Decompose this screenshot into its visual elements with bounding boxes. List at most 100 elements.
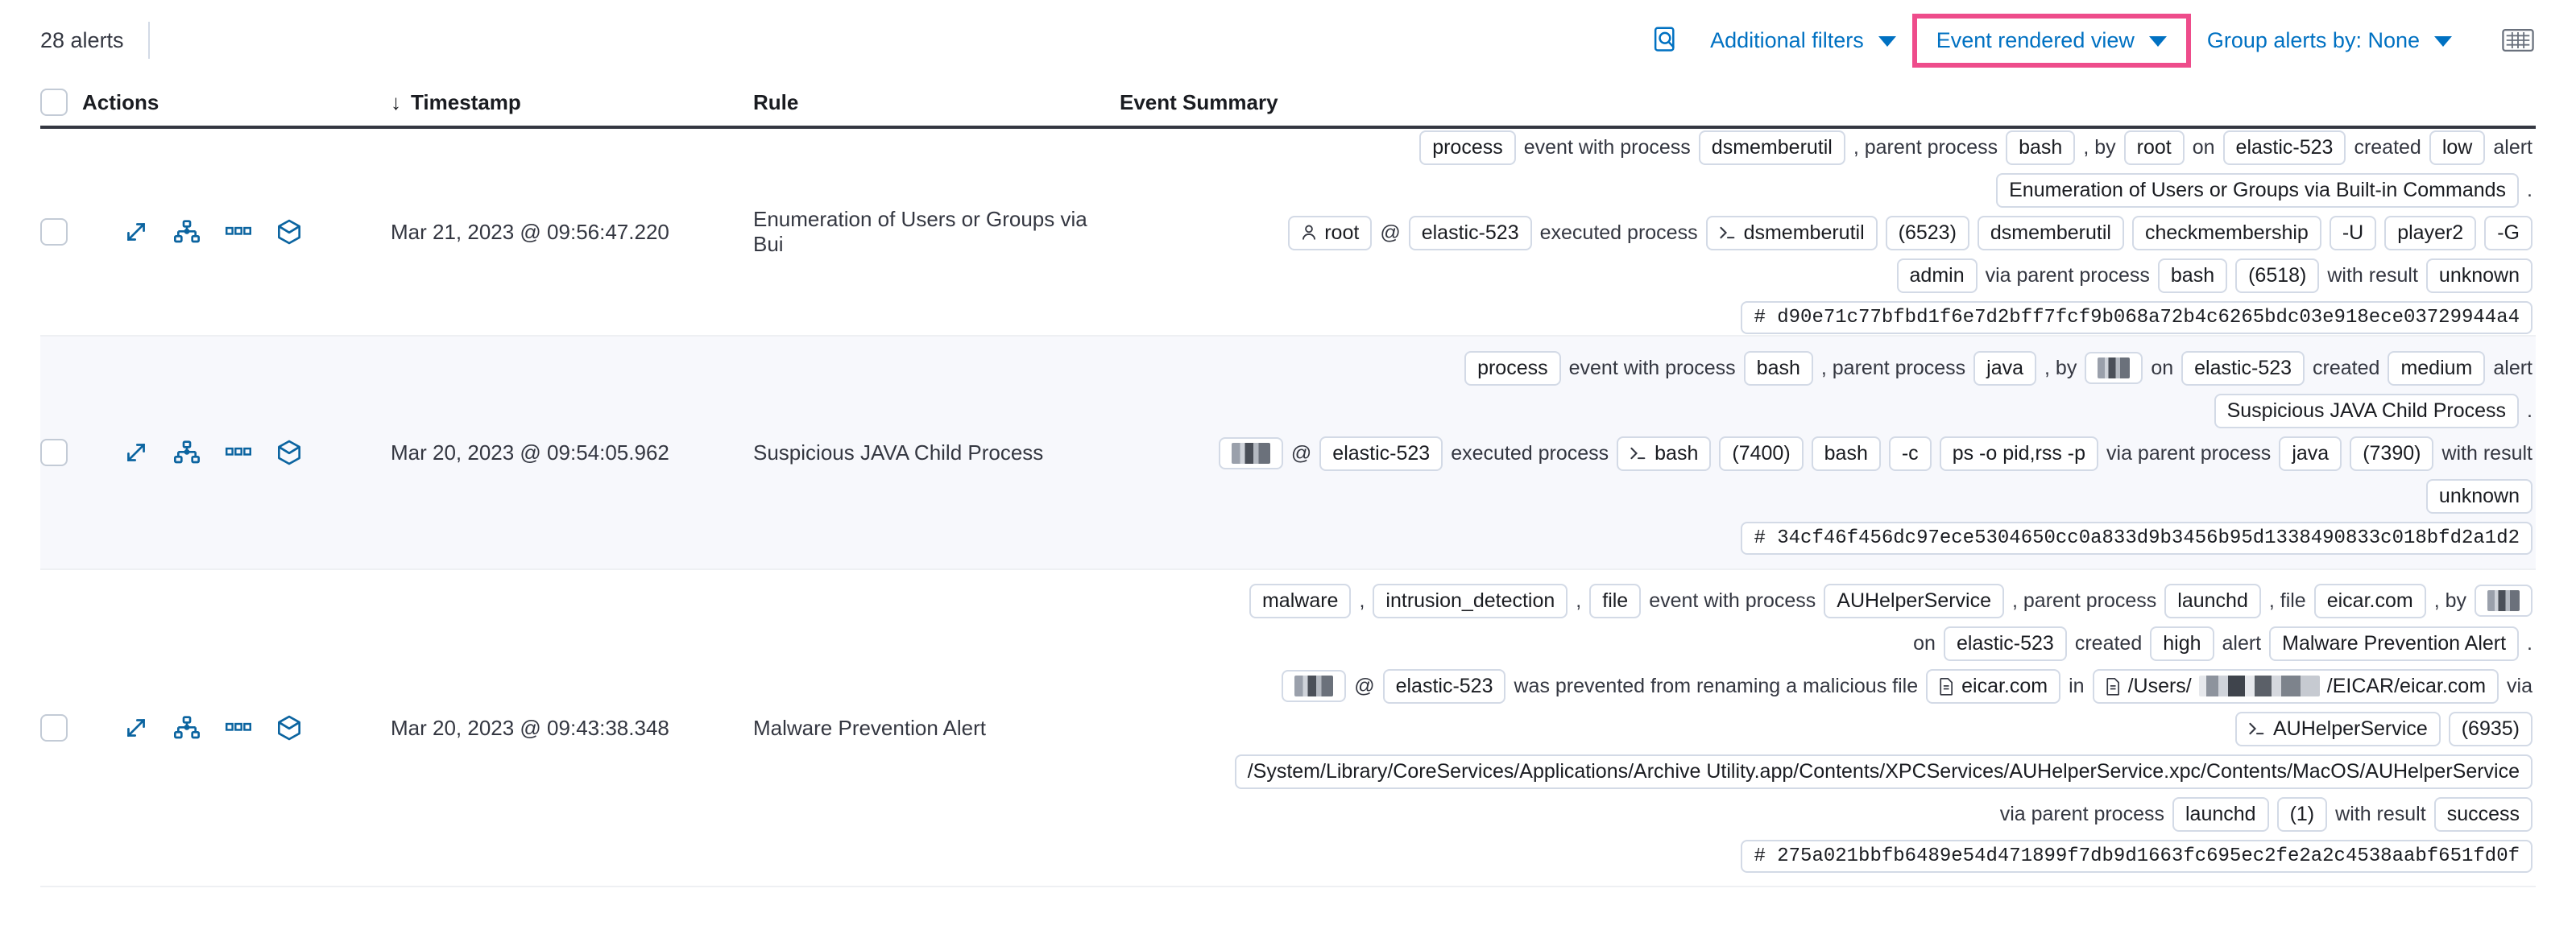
event-summary-text: . <box>2527 399 2533 422</box>
event-summary-text: via parent process <box>1985 263 2150 287</box>
analyzer-icon[interactable] <box>174 220 200 244</box>
group-alerts-by-button[interactable]: Group alerts by: None <box>2196 22 2463 60</box>
event-field-chip[interactable]: # d90e71c77bfbd1f6e7d2bff7fcf9b068a72b4c… <box>1741 300 2533 334</box>
event-field-chip[interactable]: admin <box>1896 258 1978 293</box>
event-field-chip[interactable]: player2 <box>2384 215 2477 250</box>
event-field-chip[interactable]: (1) <box>2276 796 2328 832</box>
event-field-chip[interactable]: Malware Prevention Alert <box>2269 626 2520 661</box>
event-field-chip[interactable]: Suspicious JAVA Child Process <box>2214 393 2520 428</box>
event-field-chip[interactable]: root <box>2123 130 2185 165</box>
event-field-chip[interactable]: elastic-523 <box>1382 668 1506 704</box>
event-field-chip[interactable] <box>1218 437 1283 469</box>
event-field-chip[interactable]: (6523) <box>1885 215 1969 250</box>
event-field-chip[interactable]: malware <box>1249 583 1352 618</box>
event-field-chip[interactable]: eicar.com <box>1926 668 2061 704</box>
event-field-chip[interactable] <box>1282 670 1347 702</box>
event-field-chip[interactable]: dsmemberutil <box>1977 215 2124 250</box>
event-field-chip[interactable]: ps -o pid,rss -p <box>1939 436 2099 471</box>
event-field-chip[interactable]: elastic-523 <box>1943 626 2067 661</box>
row-rule-name[interactable]: Enumeration of Users or Groups via Bui <box>753 207 1087 256</box>
expand-icon[interactable] <box>124 220 148 244</box>
event-summary-text: on <box>1913 631 1936 655</box>
event-field-chip[interactable]: low <box>2429 130 2486 165</box>
event-field-chip[interactable]: elastic-523 <box>2181 350 2305 386</box>
event-field-chip[interactable]: # 34cf46f456dc97ece5304650cc0a833d9b3456… <box>1741 521 2533 555</box>
inspect-magnifier-icon[interactable] <box>1646 19 1688 61</box>
event-field-chip[interactable]: -U <box>2329 215 2377 250</box>
column-header-event-summary[interactable]: Event Summary <box>1120 89 1278 114</box>
row-rule-name[interactable]: Malware Prevention Alert <box>753 715 987 740</box>
event-field-chip[interactable]: AUHelperService <box>2234 711 2441 746</box>
event-field-chip[interactable]: java <box>2279 436 2342 471</box>
row-select-checkbox[interactable] <box>40 714 68 742</box>
event-field-chip[interactable]: (6518) <box>2235 258 2320 293</box>
event-field-chip[interactable]: -G <box>2484 215 2533 250</box>
more-actions-icon[interactable] <box>226 722 251 734</box>
event-field-chip[interactable] <box>2475 585 2533 617</box>
additional-filters-button[interactable]: Additional filters <box>1699 22 1907 60</box>
event-field-chip[interactable]: medium <box>2388 350 2486 386</box>
row-select-checkbox[interactable] <box>40 439 68 466</box>
event-field-chip[interactable]: /Users//EICAR/eicar.com <box>2092 668 2499 704</box>
event-field-chip[interactable]: eicar.com <box>2313 583 2426 618</box>
event-field-chip[interactable]: dsmemberutil <box>1698 130 1845 165</box>
event-field-chip[interactable]: high <box>2150 626 2214 661</box>
event-field-chip[interactable]: (7400) <box>1719 436 1804 471</box>
event-field-chip[interactable]: unknown <box>2425 478 2533 514</box>
event-field-chip[interactable]: bash <box>1811 436 1881 471</box>
event-field-chip[interactable]: file <box>1589 583 1642 618</box>
event-field-chip[interactable]: process <box>1419 130 1516 165</box>
event-field-chip[interactable]: elastic-523 <box>1408 215 1532 250</box>
event-field-chip[interactable]: root <box>1288 215 1373 250</box>
session-view-icon[interactable] <box>277 219 301 245</box>
expand-icon[interactable] <box>124 716 148 740</box>
column-header-timestamp[interactable]: ↓ Timestamp <box>391 90 753 115</box>
event-field-chip[interactable]: bash <box>1743 350 1813 386</box>
event-field-chip[interactable]: bash <box>2006 130 2076 165</box>
event-field-chip[interactable]: bash <box>1617 436 1712 471</box>
select-all-checkbox[interactable] <box>40 89 68 116</box>
more-actions-icon[interactable] <box>226 226 251 238</box>
event-field-chip[interactable] <box>2085 352 2143 384</box>
event-field-chip[interactable]: (7390) <box>2350 436 2434 471</box>
event-field-chip[interactable]: bash <box>2157 258 2228 293</box>
column-header-rule[interactable]: Rule <box>753 89 799 114</box>
event-field-chip-label: player2 <box>2397 221 2464 244</box>
expand-icon[interactable] <box>124 440 148 465</box>
analyzer-icon[interactable] <box>174 716 200 740</box>
event-field-chip[interactable]: # 275a021bbfb6489e54d471899f7db9d1663fc6… <box>1741 839 2533 873</box>
row-select-checkbox[interactable] <box>40 218 68 246</box>
event-field-chip[interactable]: java <box>1973 350 2037 386</box>
event-field-chip[interactable]: intrusion_detection <box>1373 583 1568 618</box>
event-field-chip[interactable]: success <box>2433 796 2533 832</box>
event-field-chip[interactable]: -c <box>1888 436 1932 471</box>
event-field-chip[interactable]: launchd <box>2164 583 2261 618</box>
event-summary-text: , parent process <box>2012 589 2157 612</box>
event-field-chip[interactable]: checkmembership <box>2131 215 2321 250</box>
event-field-chip[interactable]: /System/Library/CoreServices/Application… <box>1234 754 2533 789</box>
event-field-chip[interactable]: (6935) <box>2448 711 2533 746</box>
event-field-chip[interactable]: elastic-523 <box>1319 436 1443 471</box>
session-view-icon[interactable] <box>277 440 301 465</box>
event-summary-text: @ <box>1354 674 1375 697</box>
session-view-icon[interactable] <box>277 715 301 741</box>
analyzer-icon[interactable] <box>174 440 200 465</box>
event-field-chip[interactable]: AUHelperService <box>1824 583 2005 618</box>
event-rendered-view-button[interactable]: Event rendered view <box>1925 22 2178 60</box>
event-field-chip[interactable]: unknown <box>2425 258 2533 293</box>
event-summary-text: , parent process <box>1853 135 1998 159</box>
event-field-chip[interactable]: launchd <box>2172 796 2269 832</box>
event-field-chip[interactable]: Enumeration of Users or Groups via Built… <box>1996 172 2520 208</box>
toolbar-controls: Additional filters Event rendered view G… <box>1646 13 2536 68</box>
column-header-actions[interactable]: Actions <box>82 89 159 114</box>
event-field-chip[interactable]: process <box>1464 350 1561 386</box>
event-field-chip[interactable]: elastic-523 <box>2222 130 2346 165</box>
more-actions-icon[interactable] <box>226 447 251 458</box>
row-rule-name[interactable]: Suspicious JAVA Child Process <box>753 440 1044 465</box>
event-field-chip[interactable]: dsmemberutil <box>1705 215 1878 250</box>
keyboard-icon[interactable] <box>2500 24 2536 56</box>
